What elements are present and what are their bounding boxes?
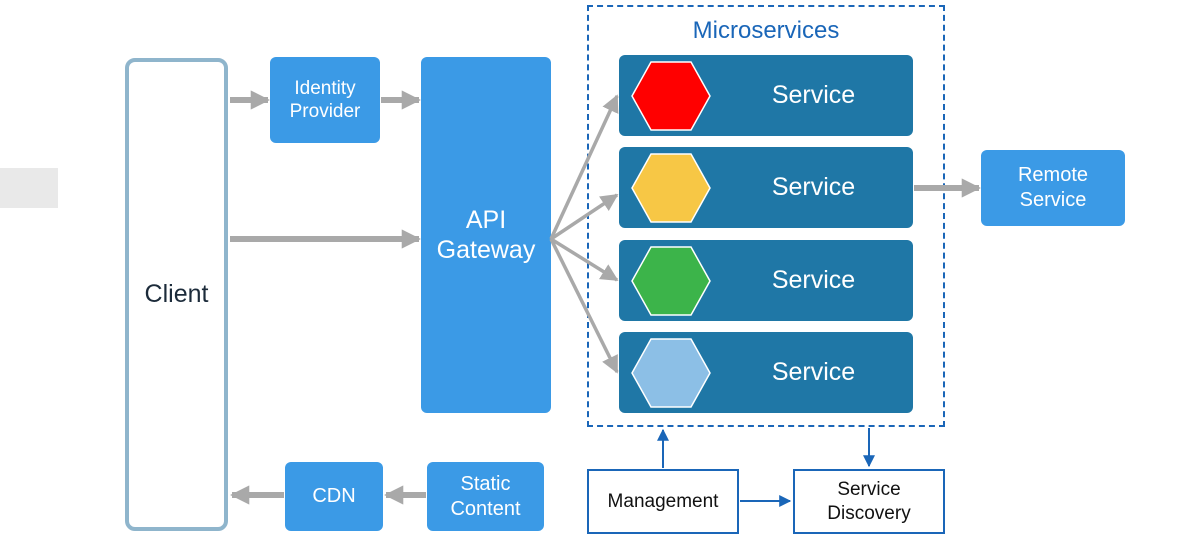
- yellow-hexagon-icon: [631, 153, 711, 223]
- service-label-4: Service: [771, 358, 856, 386]
- service-box-4: Service: [619, 332, 913, 413]
- cdn-label: CDN: [312, 485, 356, 507]
- red-hexagon-icon: [631, 61, 711, 131]
- background-strip: [0, 168, 58, 208]
- hexagon-shape: [631, 246, 711, 316]
- identity-provider-box: Identity Provider: [270, 57, 380, 143]
- service-box-3: Service: [619, 240, 913, 321]
- service-discovery-box: Service Discovery: [793, 469, 945, 534]
- service-label-3: Service: [771, 266, 856, 294]
- client-box: Client: [125, 58, 228, 531]
- service-box-1: Service: [619, 55, 913, 136]
- management-box: Management: [587, 469, 739, 534]
- hexagon-shape: [631, 338, 711, 408]
- api-gateway-box: API Gateway: [421, 57, 551, 413]
- green-hexagon-icon: [631, 246, 711, 316]
- hexagon-shape: [631, 153, 711, 223]
- light-blue-hexagon-icon: [631, 338, 711, 408]
- service-label-1: Service: [771, 81, 856, 109]
- cdn-box: CDN: [285, 462, 383, 531]
- remote-service-box: Remote Service: [981, 150, 1125, 226]
- client-label: Client: [144, 280, 209, 308]
- identity-provider-label: Identity Provider: [289, 78, 361, 122]
- microservices-title: Microservices: [692, 17, 840, 44]
- service-label-2: Service: [771, 173, 856, 201]
- service-discovery-label: Service Discovery: [827, 478, 911, 524]
- hexagon-shape: [631, 61, 711, 131]
- api-gateway-label: API Gateway: [436, 206, 536, 264]
- static-content-box: Static Content: [427, 462, 544, 531]
- remote-service-label: Remote Service: [1017, 164, 1089, 211]
- static-content-label: Static Content: [450, 472, 521, 520]
- management-label: Management: [607, 490, 719, 512]
- service-box-2: Service: [619, 147, 913, 228]
